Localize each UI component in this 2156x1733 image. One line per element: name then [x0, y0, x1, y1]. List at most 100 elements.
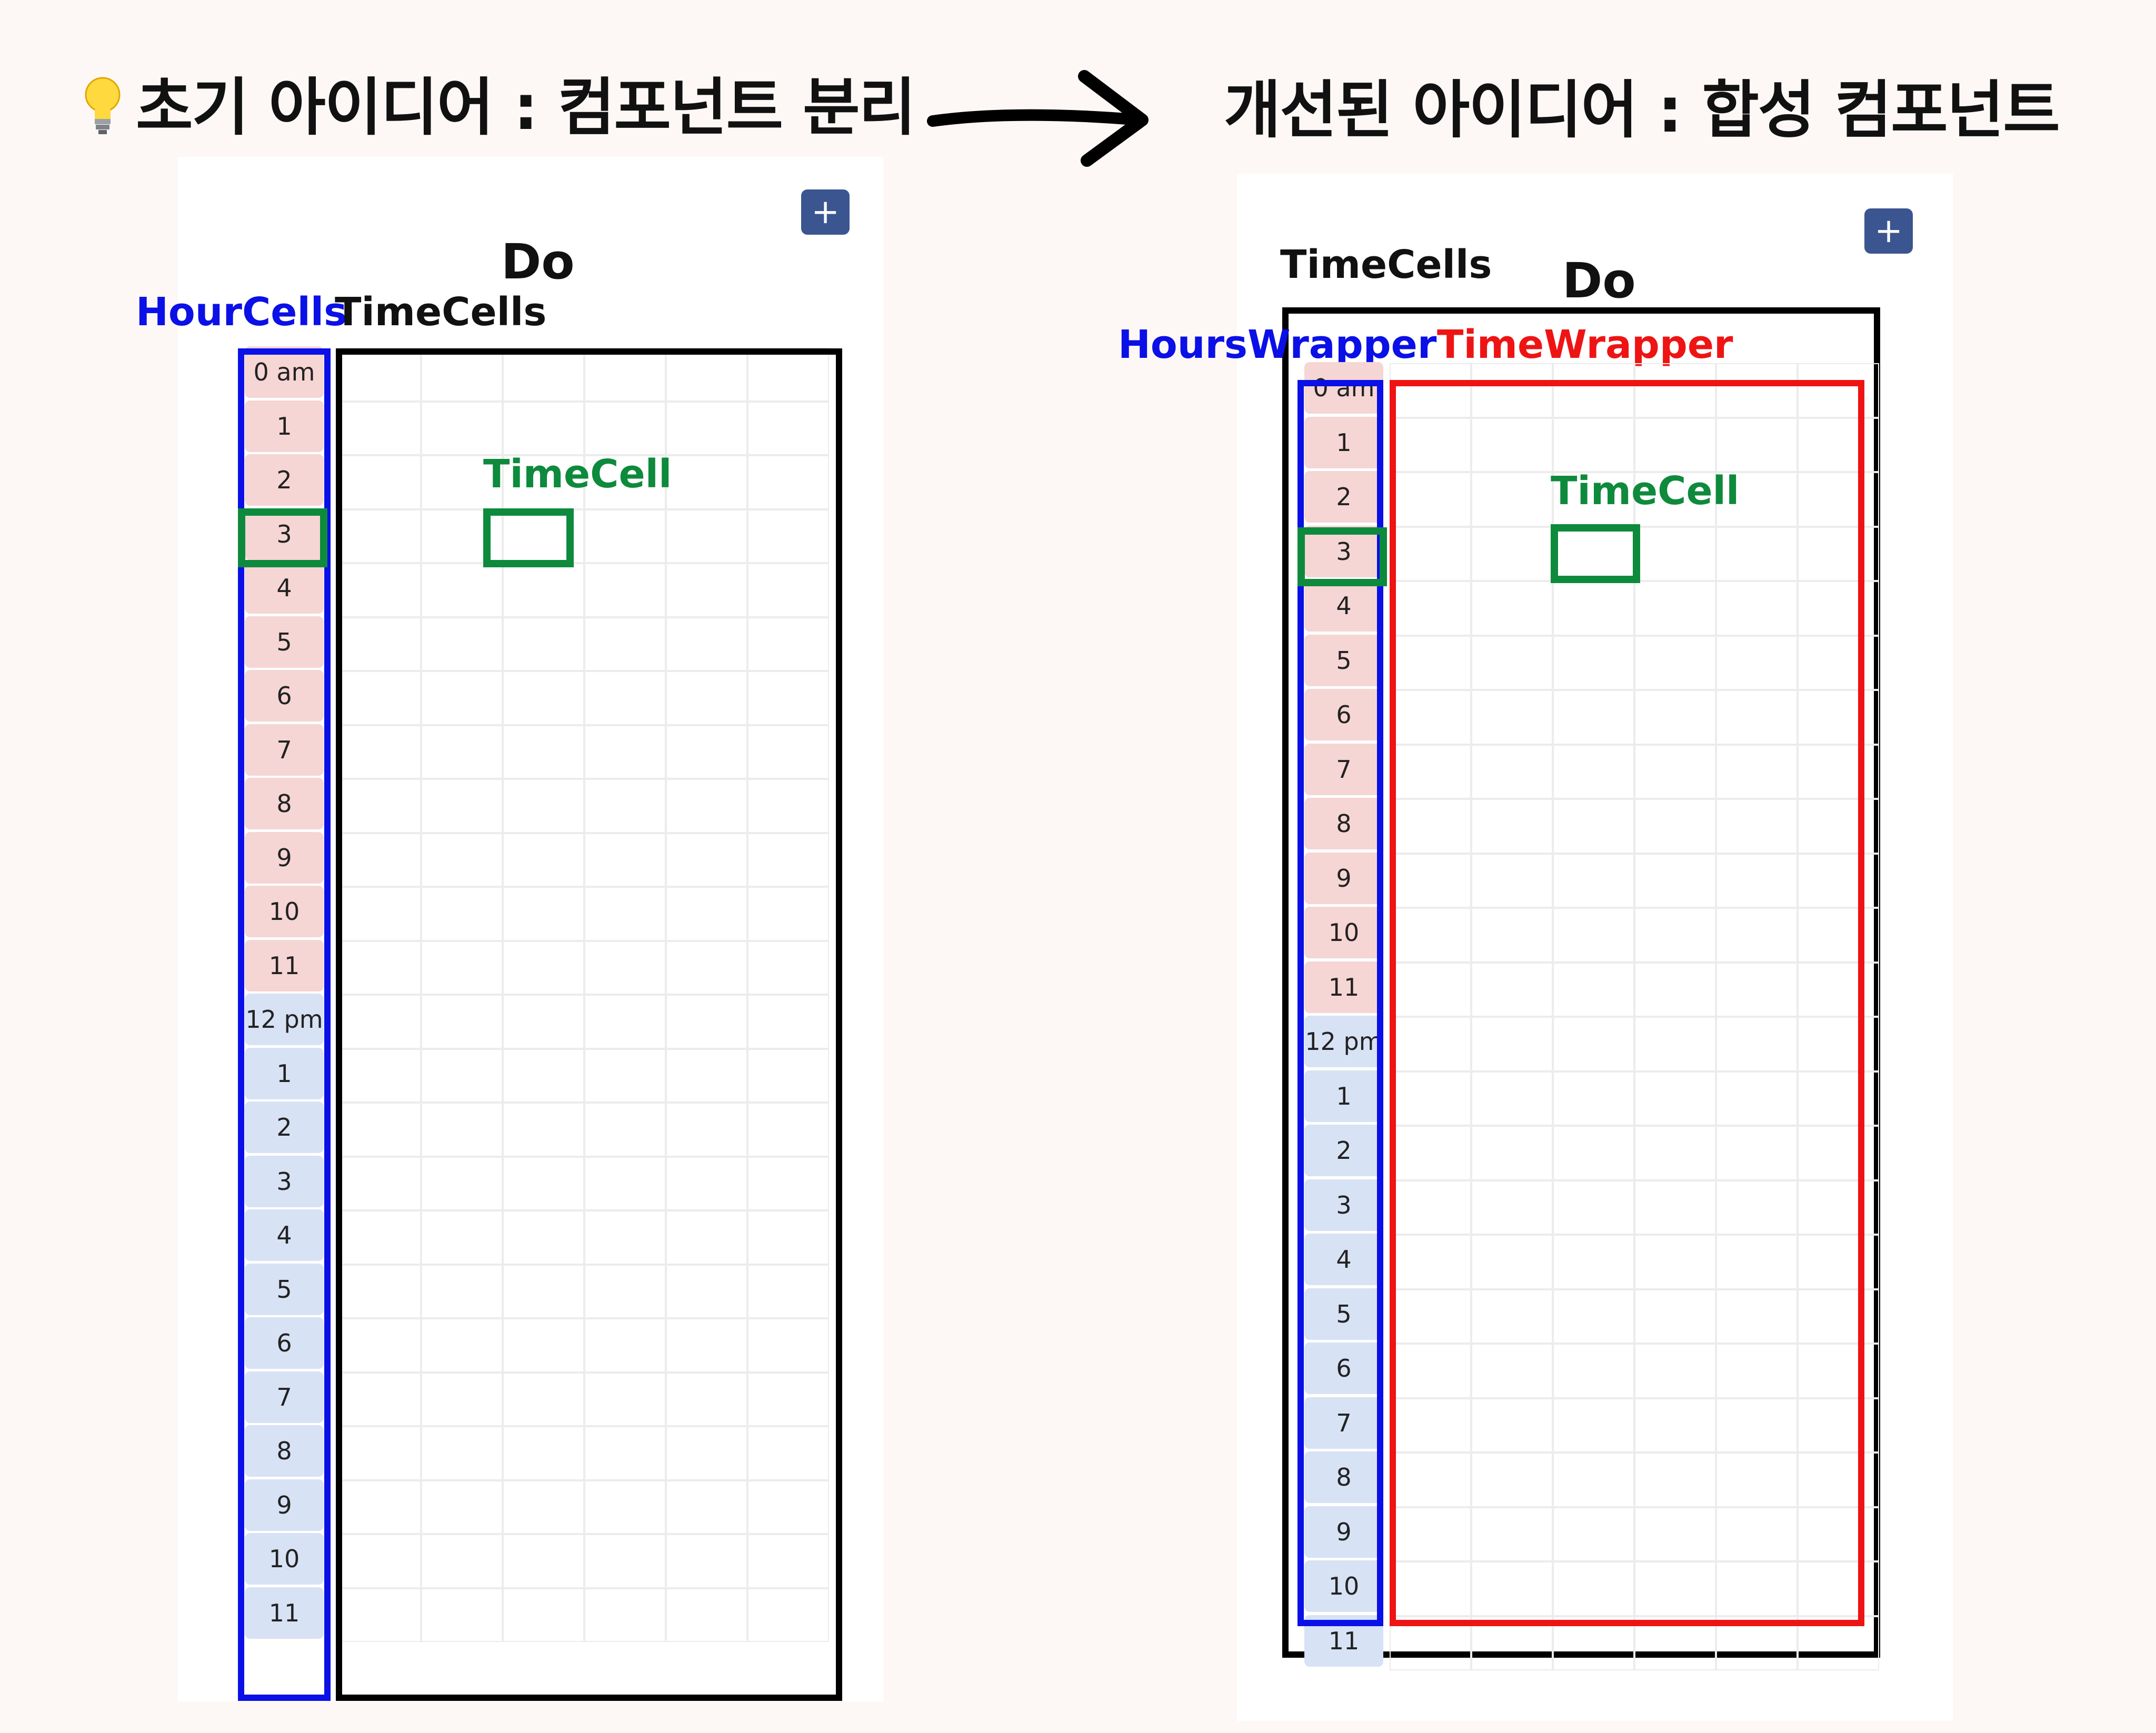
- time-cell[interactable]: [1634, 363, 1716, 418]
- time-cell[interactable]: [503, 1588, 584, 1642]
- time-cell[interactable]: [584, 347, 666, 402]
- time-cell[interactable]: [421, 563, 503, 617]
- time-cell[interactable]: [584, 995, 666, 1049]
- time-cell[interactable]: [421, 1210, 503, 1265]
- time-cell[interactable]: [666, 1103, 747, 1157]
- time-cell[interactable]: [1471, 1071, 1553, 1126]
- time-cell[interactable]: [1798, 744, 1879, 799]
- time-cell[interactable]: [747, 1156, 829, 1210]
- time-cell[interactable]: [421, 1588, 503, 1642]
- time-cell[interactable]: [1471, 799, 1553, 854]
- time-cell[interactable]: [666, 347, 747, 402]
- time-cell[interactable]: [747, 1426, 829, 1480]
- time-cell[interactable]: [1798, 526, 1879, 581]
- time-cell[interactable]: [1798, 1398, 1879, 1452]
- time-cell[interactable]: [421, 887, 503, 941]
- time-cell[interactable]: [503, 671, 584, 725]
- time-cell[interactable]: [1553, 363, 1634, 418]
- time-cell[interactable]: [1716, 363, 1798, 418]
- time-cell[interactable]: [1471, 1017, 1553, 1071]
- time-cell[interactable]: [1798, 417, 1879, 472]
- time-cell[interactable]: [1798, 1071, 1879, 1126]
- time-cell[interactable]: [1798, 1344, 1879, 1398]
- time-cell[interactable]: [503, 347, 584, 402]
- time-cell[interactable]: [584, 1156, 666, 1210]
- time-cell[interactable]: [503, 401, 584, 455]
- time-cell[interactable]: [1716, 1017, 1798, 1071]
- time-cell[interactable]: [666, 833, 747, 887]
- time-cell[interactable]: [747, 563, 829, 617]
- time-cell[interactable]: [747, 671, 829, 725]
- time-cell[interactable]: [1634, 853, 1716, 908]
- time-cell[interactable]: [1553, 1398, 1634, 1452]
- time-cell[interactable]: [1716, 1126, 1798, 1180]
- time-cell[interactable]: [747, 617, 829, 671]
- time-cell[interactable]: [584, 563, 666, 617]
- time-cell[interactable]: [1471, 908, 1553, 963]
- time-cell[interactable]: [503, 1103, 584, 1157]
- time-cell[interactable]: [584, 401, 666, 455]
- time-cell[interactable]: [747, 1048, 829, 1103]
- time-cell[interactable]: [1716, 1071, 1798, 1126]
- time-cell[interactable]: [1553, 908, 1634, 963]
- time-cell[interactable]: [1553, 1289, 1634, 1344]
- time-cell[interactable]: [666, 1588, 747, 1642]
- time-cell[interactable]: [1471, 962, 1553, 1017]
- time-cell[interactable]: [1716, 799, 1798, 854]
- time-cell[interactable]: [1798, 1507, 1879, 1561]
- time-cell[interactable]: [1716, 1235, 1798, 1289]
- time-cell[interactable]: [1634, 417, 1716, 472]
- time-cell[interactable]: [1471, 581, 1553, 636]
- time-cell[interactable]: [421, 995, 503, 1049]
- time-cell[interactable]: [1634, 799, 1716, 854]
- time-cell[interactable]: [421, 725, 503, 779]
- time-cell[interactable]: [666, 617, 747, 671]
- time-cell[interactable]: [1634, 1289, 1716, 1344]
- time-cell[interactable]: [421, 1103, 503, 1157]
- time-cell[interactable]: [503, 1210, 584, 1265]
- time-cell[interactable]: [584, 455, 666, 509]
- time-cell[interactable]: [1716, 526, 1798, 581]
- time-cell[interactable]: [584, 1372, 666, 1426]
- time-cell[interactable]: [1553, 1561, 1634, 1616]
- time-cell[interactable]: [1634, 1017, 1716, 1071]
- time-cell[interactable]: [584, 1588, 666, 1642]
- time-cell[interactable]: [421, 455, 503, 509]
- time-cell[interactable]: [1716, 908, 1798, 963]
- time-cell[interactable]: [1634, 1398, 1716, 1452]
- time-cell[interactable]: [1716, 962, 1798, 1017]
- time-cell[interactable]: [747, 995, 829, 1049]
- time-cell[interactable]: [666, 1426, 747, 1480]
- time-cell[interactable]: [666, 401, 747, 455]
- time-cell[interactable]: [1716, 472, 1798, 527]
- time-cell[interactable]: [1716, 581, 1798, 636]
- time-cell[interactable]: [666, 779, 747, 833]
- time-cell[interactable]: [1553, 1616, 1634, 1670]
- time-cell[interactable]: [584, 1534, 666, 1588]
- time-cell[interactable]: [1716, 853, 1798, 908]
- time-cell[interactable]: [421, 347, 503, 402]
- time-cell[interactable]: [1798, 363, 1879, 418]
- time-cell[interactable]: [421, 940, 503, 995]
- time-cell[interactable]: [1798, 799, 1879, 854]
- time-cell[interactable]: [1716, 1289, 1798, 1344]
- time-cell[interactable]: [584, 1318, 666, 1373]
- time-cell[interactable]: [1471, 1616, 1553, 1670]
- time-cell[interactable]: [1634, 962, 1716, 1017]
- time-cell[interactable]: [421, 1264, 503, 1318]
- time-cell[interactable]: [1471, 1235, 1553, 1289]
- time-cell[interactable]: [421, 1372, 503, 1426]
- time-cell[interactable]: [584, 1210, 666, 1265]
- time-cell[interactable]: [1716, 1180, 1798, 1235]
- time-cell[interactable]: [1798, 1235, 1879, 1289]
- time-cell[interactable]: [584, 509, 666, 563]
- time-cell[interactable]: [1798, 1616, 1879, 1670]
- time-cell[interactable]: [421, 1048, 503, 1103]
- time-cell[interactable]: [666, 940, 747, 995]
- time-cell[interactable]: [1634, 472, 1716, 527]
- time-cell[interactable]: [503, 1480, 584, 1534]
- time-cell[interactable]: [584, 1426, 666, 1480]
- time-cell[interactable]: [503, 779, 584, 833]
- time-cell[interactable]: [584, 725, 666, 779]
- time-cell[interactable]: [503, 1426, 584, 1480]
